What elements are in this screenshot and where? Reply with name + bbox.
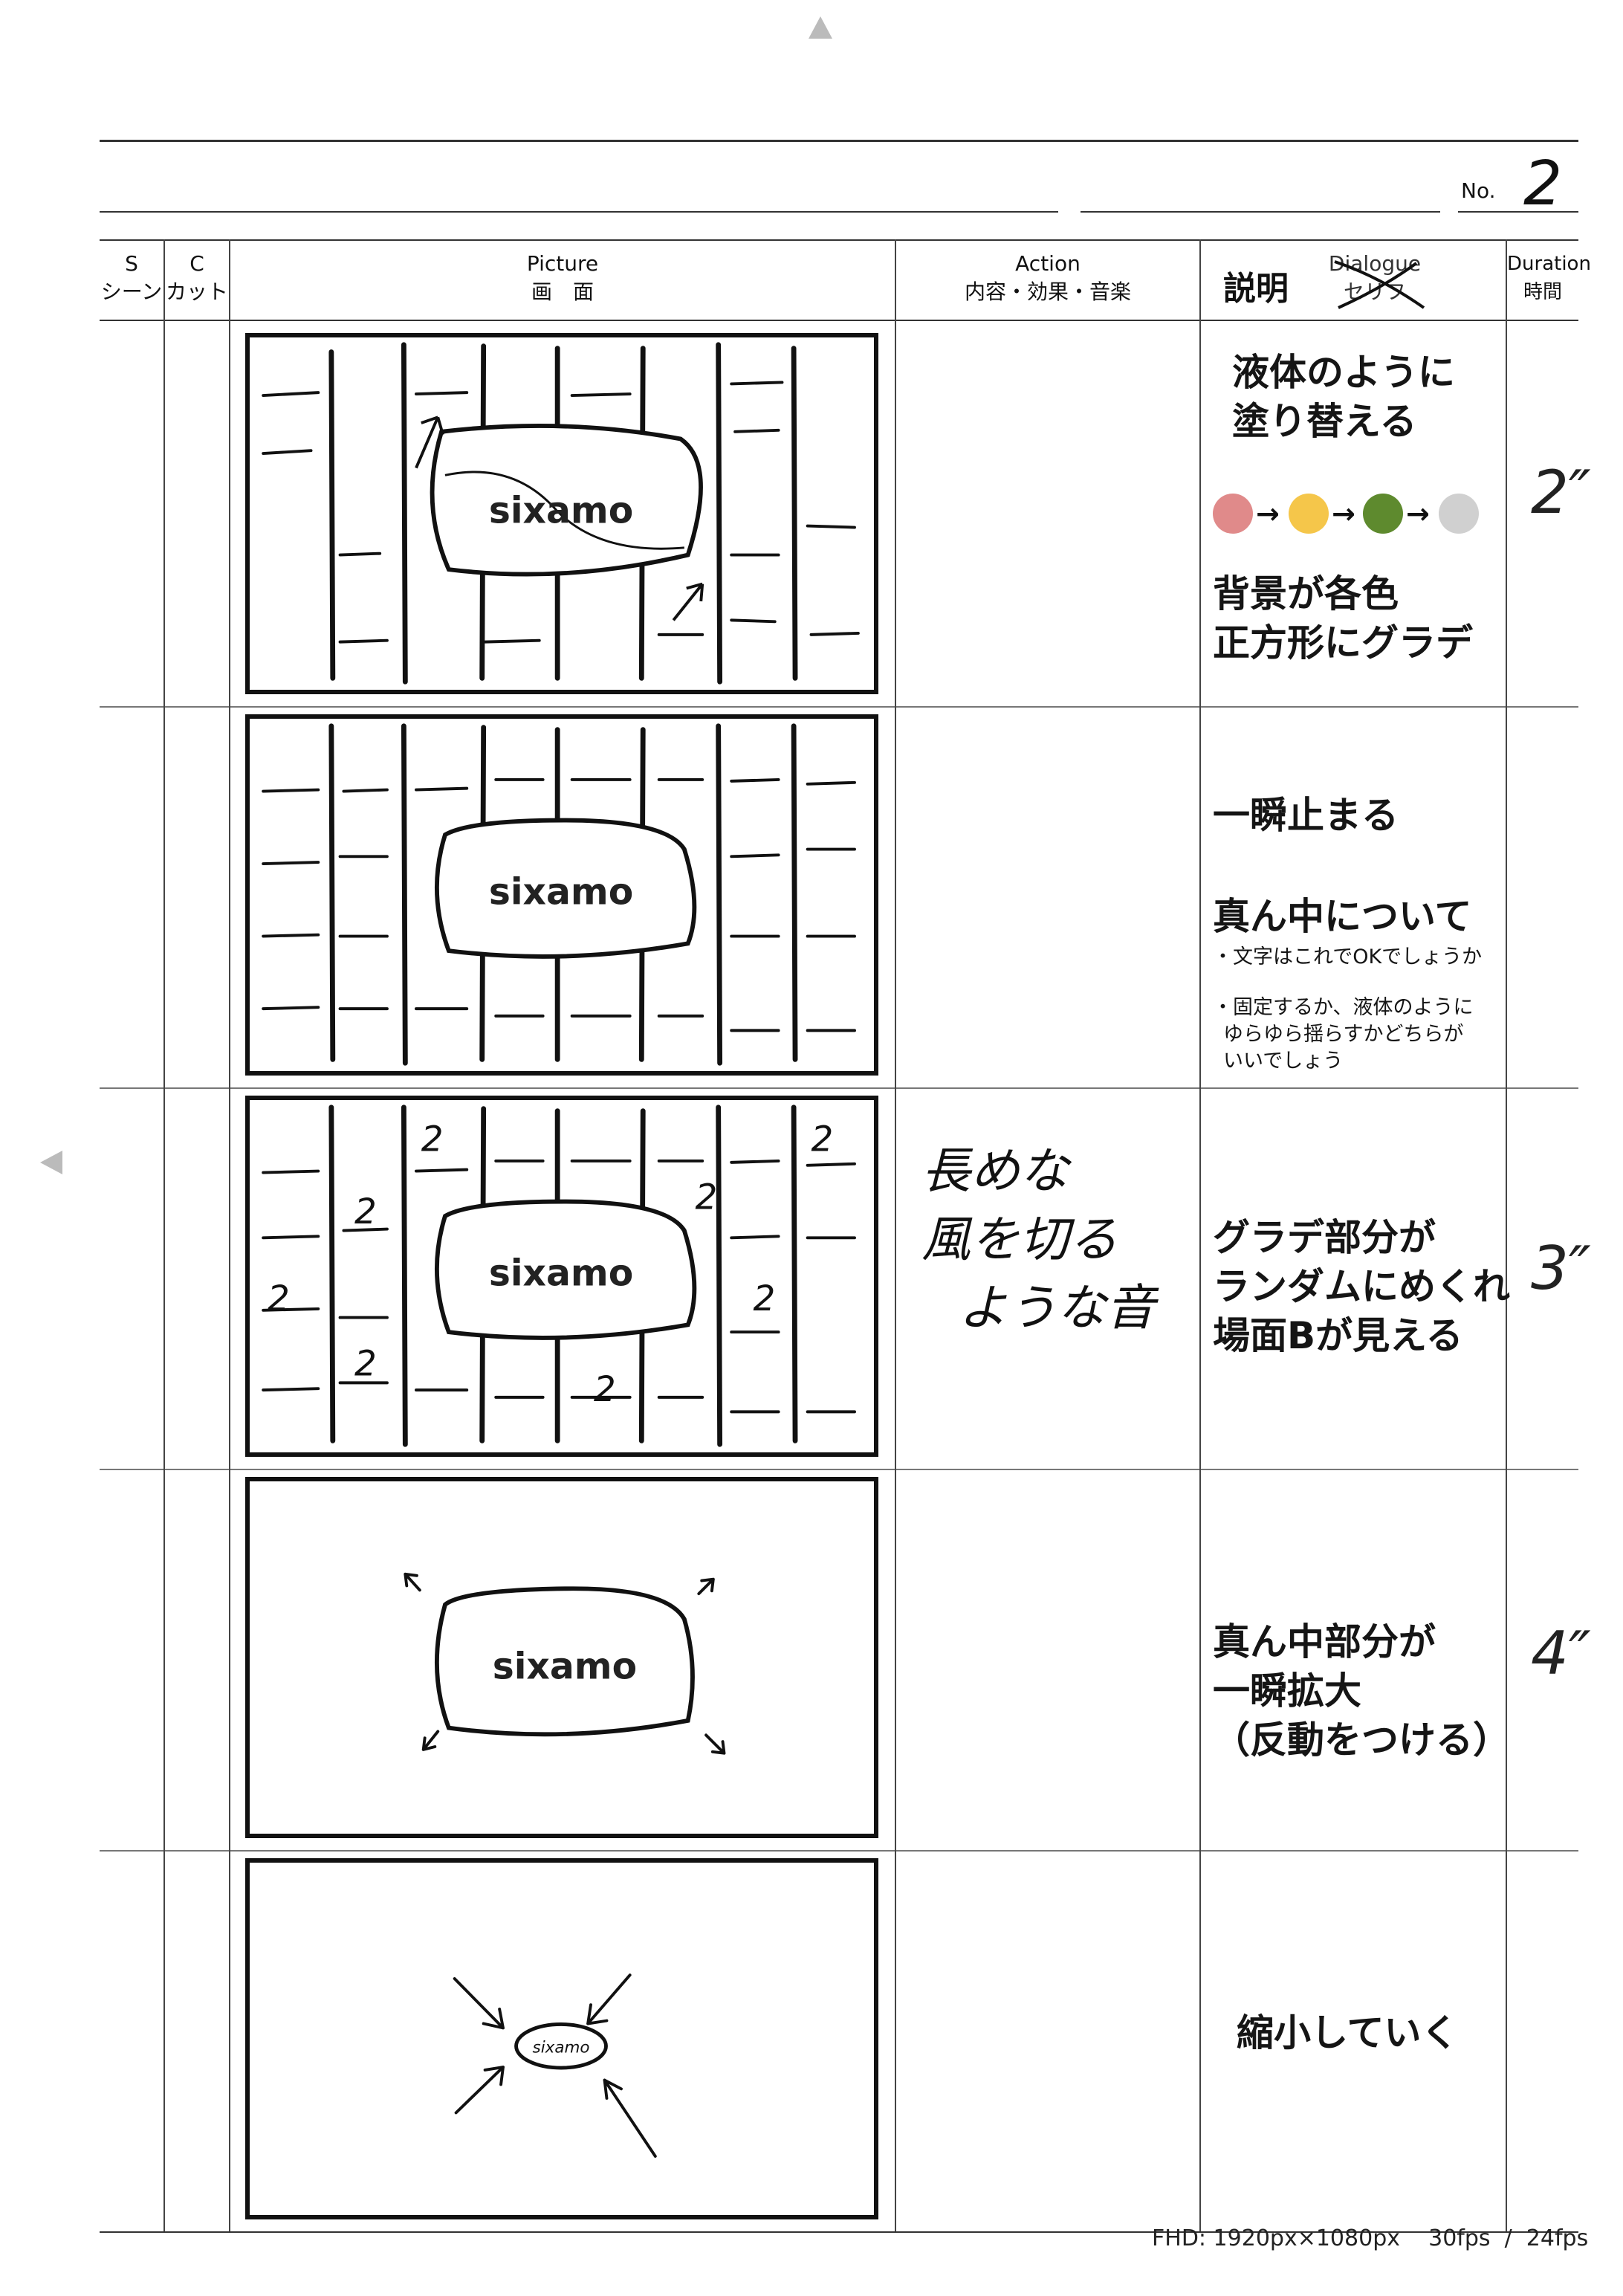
col-divider (1506, 239, 1507, 2231)
svg-text:2: 2 (268, 1279, 290, 1319)
logo-text: sixamo (533, 2039, 590, 2057)
notes-row-2: ・文字はこれでOKでしょうか ・固定するか、液体のように ゆらゆら揺らすかどちら… (1213, 945, 1483, 1073)
table-top-line (100, 239, 1578, 241)
logo-text: sixamo (489, 1253, 633, 1295)
row-divider (100, 1850, 1578, 1852)
duration-row-4: 4″ (1531, 1619, 1591, 1688)
frame-sketch: sixamo (453, 1973, 657, 2158)
description-row-1b: 背景が各色正方形にグラデ (1213, 572, 1473, 664)
col-divider (163, 239, 165, 2231)
number-label: No. (1461, 178, 1496, 203)
svg-text:2: 2 (354, 1192, 377, 1232)
storyboard-frame-3: 2 2 2 2 2 2 2 2 sixamo (245, 1096, 878, 1457)
arrow-icon: → (1256, 497, 1280, 530)
description-row-5: 縮小していく (1237, 2011, 1459, 2054)
storyboard-frame-2: sixamo (245, 714, 878, 1076)
frame-sketch: sixamo (404, 1572, 726, 1755)
logo-text: sixamo (489, 491, 633, 532)
logo-text: sixamo (493, 1646, 637, 1687)
title-field-2 (1081, 211, 1440, 213)
col-divider (229, 239, 230, 2231)
scroll-left-icon[interactable] (40, 1151, 62, 1174)
frame-sketch: 2 2 2 2 2 2 2 2 sixamo (262, 1105, 856, 1447)
header-description: 説明 (1223, 270, 1289, 308)
row-divider (100, 706, 1578, 708)
color-dot-yellow (1289, 494, 1329, 534)
number-value: 2 (1523, 149, 1563, 219)
header-bottom-line (100, 320, 1578, 321)
arrow-icon: → (1332, 497, 1355, 530)
duration-row-1: 2″ (1531, 458, 1591, 527)
svg-text:2: 2 (695, 1177, 717, 1217)
description-row-2: 一瞬止まる (1213, 794, 1399, 837)
frame-sketch: sixamo (262, 342, 860, 685)
col-divider (895, 239, 896, 2231)
svg-text:2: 2 (354, 1345, 377, 1385)
svg-text:2: 2 (594, 1370, 616, 1410)
storyboard-frame-1: sixamo (245, 333, 878, 694)
duration-row-3: 3″ (1531, 1234, 1591, 1303)
title-field-1 (100, 211, 1058, 213)
number-field (1458, 211, 1578, 213)
footer-format: FHD: 1920px×1080px 30fps / 24fps (1152, 2225, 1589, 2251)
arrow-icon: → (1406, 497, 1430, 530)
color-dot-green (1363, 494, 1403, 534)
title-line (100, 140, 1578, 142)
scroll-up-icon[interactable] (809, 16, 832, 39)
table-bottom-line (100, 2231, 1578, 2233)
description-row-2b: 真ん中について (1213, 895, 1472, 938)
svg-text:2: 2 (421, 1119, 444, 1160)
row-divider (100, 1087, 1578, 1089)
storyboard-frame-5: sixamo (245, 1858, 878, 2219)
frame-sketch: sixamo (262, 723, 856, 1066)
row-divider (100, 1469, 1578, 1470)
strikethrough-mark (1334, 260, 1425, 309)
col-divider (1199, 239, 1201, 2231)
description-row-4: 真ん中部分が一瞬拡大（反動をつける） (1213, 1620, 1510, 1762)
description-row-1: 液体のように塗り替える (1232, 351, 1455, 443)
header-dialogue-struck: Dialogue セリフ (1315, 250, 1434, 309)
action-note-row-3: 長めな 風を切る ような音 (921, 1142, 1155, 1336)
color-dot-pink (1213, 494, 1253, 534)
color-dot-grey (1439, 494, 1479, 534)
svg-text:2: 2 (812, 1119, 834, 1160)
logo-text: sixamo (489, 872, 633, 913)
storyboard-frame-4: sixamo (245, 1477, 878, 1838)
description-row-3: グラデ部分がランダムにめくれ場面Bが見える (1213, 1216, 1510, 1357)
svg-text:2: 2 (753, 1279, 775, 1319)
